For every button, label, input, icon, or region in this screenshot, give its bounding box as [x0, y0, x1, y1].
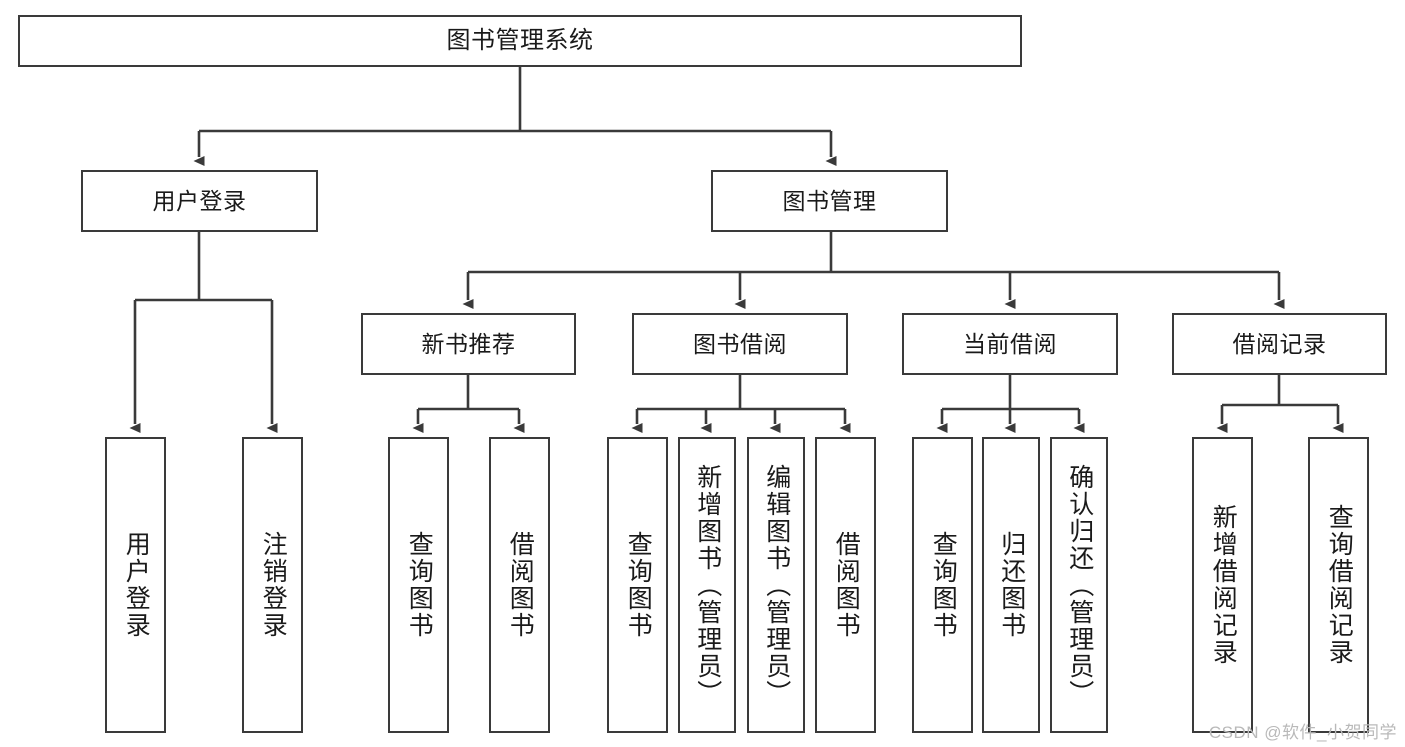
node-leaf-user-login-label: 用户登录 [122, 531, 151, 639]
node-leaf-query-book-2-label: 查询图书 [624, 531, 653, 639]
node-leaf-edit-book-label: 编辑图书（管理员） [762, 463, 791, 707]
node-current-borrow-label: 当前借阅 [963, 330, 1057, 357]
node-book-borrow-label: 图书借阅 [693, 330, 787, 357]
node-leaf-query-book-1-label: 查询图书 [405, 531, 434, 639]
node-leaf-borrow-book-1[interactable]: 借阅图书 [489, 437, 550, 733]
node-leaf-logout-login-label: 注销登录 [259, 531, 288, 639]
node-borrow-record[interactable]: 借阅记录 [1172, 313, 1387, 375]
node-leaf-add-book[interactable]: 新增图书（管理员） [678, 437, 736, 733]
node-leaf-query-record[interactable]: 查询借阅记录 [1308, 437, 1369, 733]
node-leaf-borrow-book-2-label: 借阅图书 [832, 531, 861, 639]
node-leaf-return-book-label: 归还图书 [997, 531, 1026, 639]
node-leaf-borrow-book-2[interactable]: 借阅图书 [815, 437, 876, 733]
node-leaf-edit-book[interactable]: 编辑图书（管理员） [747, 437, 805, 733]
node-leaf-borrow-book-1-label: 借阅图书 [506, 531, 535, 639]
node-book-management[interactable]: 图书管理 [711, 170, 948, 232]
node-root[interactable]: 图书管理系统 [18, 15, 1022, 67]
node-new-book-recommend-label: 新书推荐 [421, 330, 516, 357]
node-leaf-add-record[interactable]: 新增借阅记录 [1192, 437, 1253, 733]
node-leaf-confirm-return-label: 确认归还（管理员） [1065, 463, 1094, 707]
node-new-book-recommend[interactable]: 新书推荐 [361, 313, 576, 375]
node-leaf-add-record-label: 新增借阅记录 [1209, 504, 1238, 666]
node-user-login[interactable]: 用户登录 [81, 170, 318, 232]
node-book-borrow[interactable]: 图书借阅 [632, 313, 848, 375]
node-leaf-query-book-3-label: 查询图书 [929, 531, 958, 639]
node-leaf-add-book-label: 新增图书（管理员） [693, 463, 722, 707]
csdn-watermark: CSDN @软件_小贺同学 [1208, 723, 1397, 742]
node-book-management-label: 图书管理 [782, 187, 877, 214]
node-leaf-confirm-return[interactable]: 确认归还（管理员） [1050, 437, 1108, 733]
node-borrow-record-label: 借阅记录 [1232, 330, 1327, 357]
node-leaf-user-login[interactable]: 用户登录 [105, 437, 166, 733]
node-leaf-query-record-label: 查询借阅记录 [1325, 504, 1354, 666]
node-user-login-label: 用户登录 [152, 187, 247, 214]
node-leaf-return-book[interactable]: 归还图书 [982, 437, 1040, 733]
node-current-borrow[interactable]: 当前借阅 [902, 313, 1118, 375]
node-root-label: 图书管理系统 [446, 27, 594, 55]
node-leaf-query-book-3[interactable]: 查询图书 [912, 437, 973, 733]
node-leaf-query-book-1[interactable]: 查询图书 [388, 437, 449, 733]
node-leaf-logout-login[interactable]: 注销登录 [242, 437, 303, 733]
node-leaf-query-book-2[interactable]: 查询图书 [607, 437, 668, 733]
